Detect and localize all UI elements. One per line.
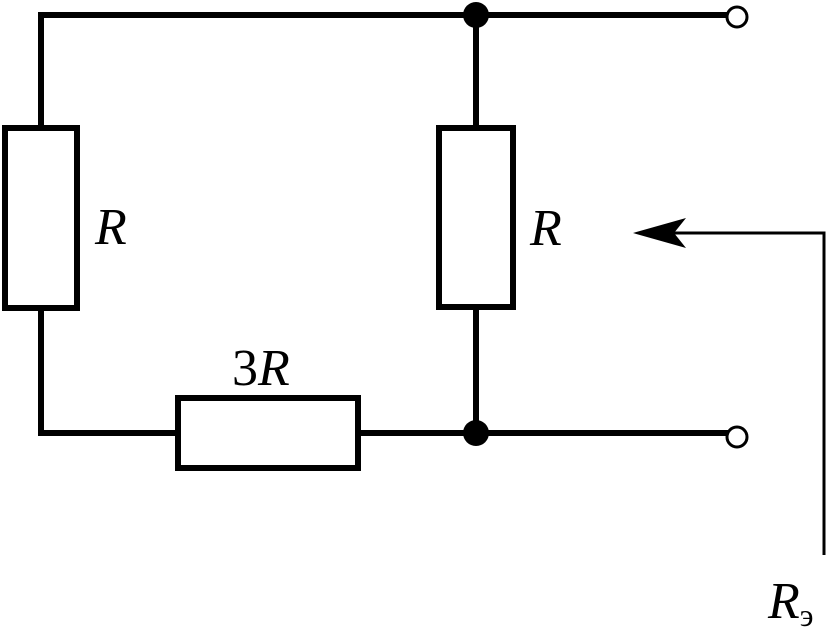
junction-node-bottom bbox=[463, 420, 489, 446]
junction-node-top bbox=[463, 2, 489, 28]
terminal-top bbox=[725, 5, 749, 29]
label-right-resistor: R bbox=[529, 200, 562, 257]
label-equivalent-resistance: Rэ bbox=[767, 573, 814, 633]
resistor-left bbox=[2, 125, 80, 311]
label-bottom-resistor: 3R bbox=[232, 340, 290, 397]
wires bbox=[38, 12, 731, 436]
terminal-bottom bbox=[725, 425, 749, 449]
bottom-left-wire bbox=[38, 305, 181, 436]
top-wire bbox=[38, 12, 731, 131]
equivalent-arrow-line bbox=[670, 231, 826, 555]
equivalent-arrow-head bbox=[633, 218, 686, 248]
resistor-right bbox=[436, 125, 516, 310]
resistor-bottom bbox=[175, 395, 361, 471]
label-left-resistor: R bbox=[94, 199, 127, 256]
